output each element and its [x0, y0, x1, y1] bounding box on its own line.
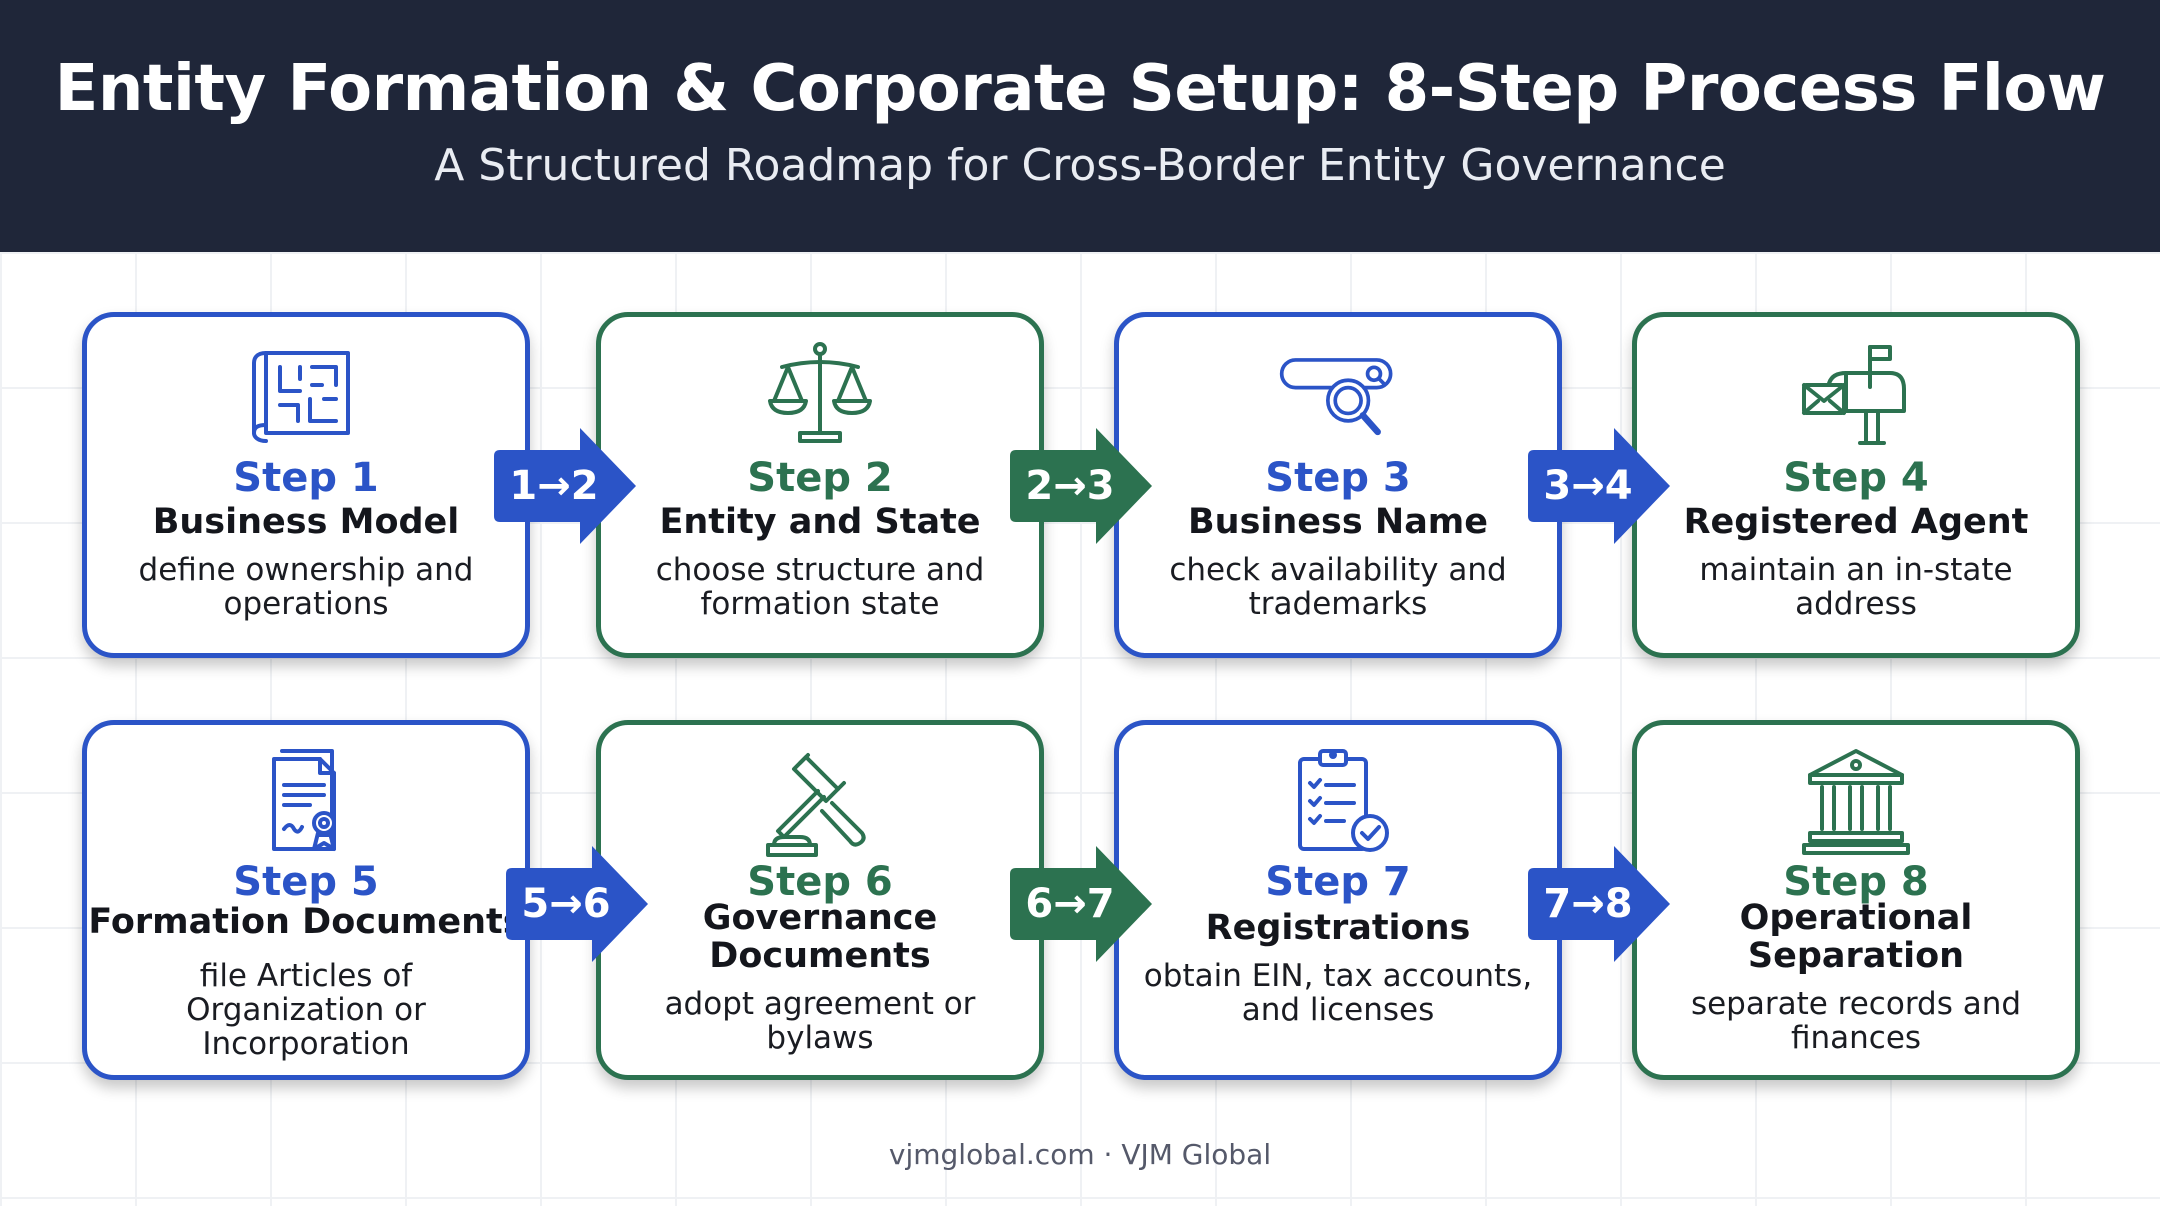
connector-arrow-1-2: 1→2 — [492, 426, 640, 546]
step-label: Step 3 — [1265, 455, 1411, 501]
certificate-icon — [246, 747, 366, 859]
page-subtitle: A Structured Roadmap for Cross-Border En… — [434, 140, 1726, 191]
step-description: define ownership and operations — [138, 552, 474, 622]
connector-arrow-3-4: 3→4 — [1526, 426, 1674, 546]
step-description: adopt agreement or bylaws — [664, 986, 976, 1056]
step-description: choose structure and formation state — [655, 552, 985, 622]
header-banner: Entity Formation & Corporate Setup: 8-St… — [0, 0, 2160, 252]
step-description: file Articles of Organization or Incorpo… — [186, 958, 426, 1062]
step-label: Step 1 — [233, 455, 379, 501]
step-title: Registrations — [1205, 908, 1471, 948]
step-card-8: Step 8 Operational Separation separate r… — [1632, 720, 2080, 1080]
step-label: Step 5 — [233, 859, 379, 905]
step-card-5: Step 5 Formation Documents file Articles… — [82, 720, 530, 1080]
step-description: obtain EIN, tax accounts, and licenses — [1143, 958, 1533, 1028]
step-card-1: Step 1 Business Model define ownership a… — [82, 312, 530, 658]
connector-arrow-2-3: 2→3 — [1008, 426, 1156, 546]
page-title: Entity Formation & Corporate Setup: 8-St… — [54, 52, 2106, 126]
connector-label: 5→6 — [521, 881, 611, 927]
step-card-3: Step 3 Business Name check availability … — [1114, 312, 1562, 658]
step-label: Step 6 — [747, 859, 893, 905]
connector-label: 2→3 — [1025, 463, 1115, 509]
search-icon — [1278, 339, 1398, 451]
step-card-6: Step 6 Governance Documents adopt agreem… — [596, 720, 1044, 1080]
mailbox-icon — [1796, 339, 1916, 451]
gavel-icon — [760, 747, 880, 859]
scales-icon — [760, 339, 880, 451]
step-label: Step 7 — [1265, 859, 1411, 905]
step-description: separate records and finances — [1690, 986, 2022, 1056]
step-card-7: Step 7 Registrations obtain EIN, tax acc… — [1114, 720, 1562, 1080]
step-title: Formation Documents — [88, 902, 524, 942]
step-title: Business Model — [152, 502, 460, 542]
footer-credit: vjmglobal.com · VJM Global — [888, 1138, 1272, 1171]
bank-building-icon — [1796, 747, 1916, 859]
connector-label: 3→4 — [1543, 463, 1633, 509]
floor-plan-icon — [246, 339, 366, 451]
connector-arrow-6-7: 6→7 — [1008, 844, 1156, 964]
step-title: Governance Documents — [702, 898, 938, 976]
connector-arrow-5-6: 5→6 — [504, 844, 652, 964]
connector-arrow-7-8: 7→8 — [1526, 844, 1674, 964]
step-card-4: Step 4 Registered Agent maintain an in-s… — [1632, 312, 2080, 658]
step-label: Step 8 — [1783, 859, 1929, 905]
step-title: Registered Agent — [1683, 502, 2029, 542]
step-title: Entity and State — [659, 502, 981, 542]
step-description: maintain an in-state address — [1699, 552, 2013, 622]
connector-label: 7→8 — [1543, 881, 1633, 927]
step-title: Business Name — [1187, 502, 1489, 542]
connector-label: 6→7 — [1025, 881, 1115, 927]
step-label: Step 2 — [747, 455, 893, 501]
connector-label: 1→2 — [509, 463, 599, 509]
step-card-2: Step 2 Entity and State choose structure… — [596, 312, 1044, 658]
step-description: check availability and trademarks — [1169, 552, 1507, 622]
step-label: Step 4 — [1783, 455, 1929, 501]
clipboard-check-icon — [1278, 747, 1398, 859]
step-title: Operational Separation — [1739, 898, 1973, 976]
